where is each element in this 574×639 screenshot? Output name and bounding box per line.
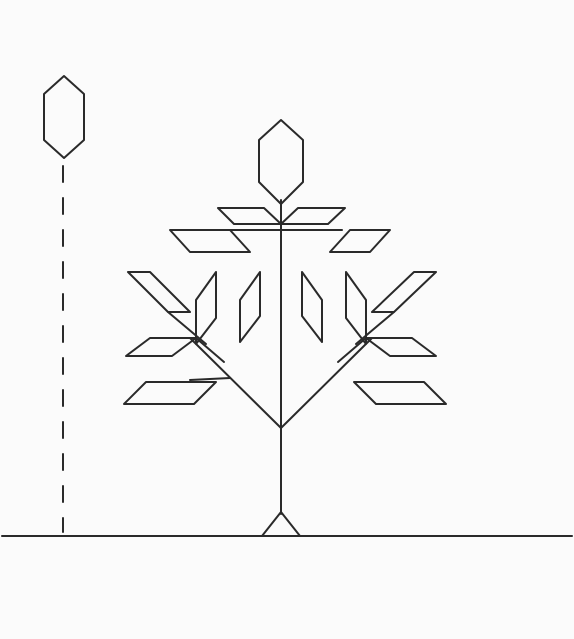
plant-diagram xyxy=(0,0,574,639)
paper-background xyxy=(0,0,574,639)
drawing-canvas xyxy=(0,0,574,639)
